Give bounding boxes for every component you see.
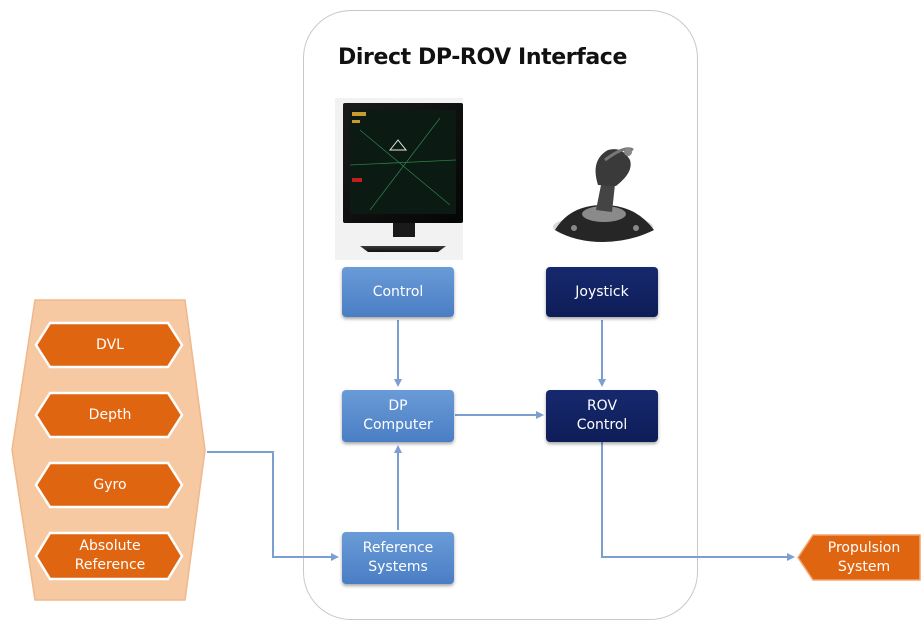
joystick-box: Joystick — [546, 267, 658, 317]
dp-computer-box: DP Computer — [342, 390, 454, 442]
arrow-rov-to-propulsion — [601, 442, 795, 561]
propulsion-shape — [797, 534, 921, 581]
sensor-label: Depth — [88, 406, 132, 423]
sensor-label: Gyro — [93, 476, 127, 493]
diagram-title: Direct DP-ROV Interface — [338, 45, 627, 70]
propulsion-label: Propulsion System — [827, 539, 901, 575]
arrow-sensors-to-ref — [207, 451, 339, 561]
sensor-label: Absolute Reference — [74, 538, 146, 573]
sensor-depth-shape — [34, 391, 184, 439]
joystick-image — [553, 147, 654, 242]
monitor-image — [335, 98, 463, 260]
sensor-panel — [11, 299, 206, 601]
sensor-absolute-reference-shape — [34, 531, 184, 581]
control-box: Control — [342, 267, 454, 317]
sensor-label: DVL — [96, 336, 124, 353]
sensor-dvl-shape — [34, 321, 184, 369]
rov-control-box: ROV Control — [546, 390, 658, 442]
reference-systems-box: Reference Systems — [342, 532, 454, 584]
sensor-gyro-shape — [34, 461, 184, 509]
